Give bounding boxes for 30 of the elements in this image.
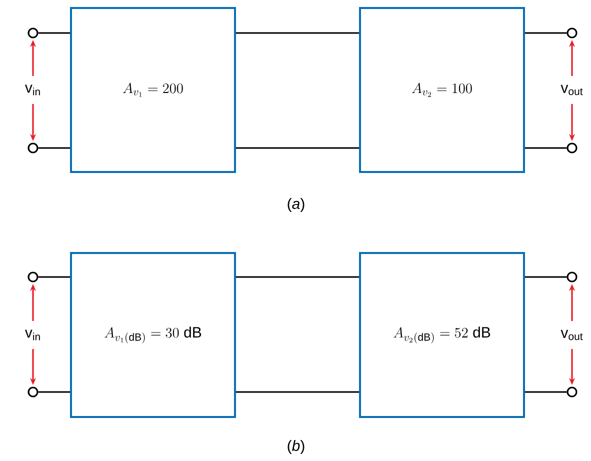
wire xyxy=(38,147,70,149)
panel-caption: (b) xyxy=(286,439,306,455)
voltage-label: v$_{in}$ xyxy=(24,84,42,96)
amplifier-box: $A_{v_1(\mathrm{dB})} = 30\ \mathrm{dB}$ xyxy=(70,252,236,418)
wire xyxy=(38,32,70,34)
wire xyxy=(38,391,70,393)
amplifier-box: $A_{v_1}= 200$ xyxy=(70,7,236,173)
terminal-circle xyxy=(566,386,578,398)
terminal-circle xyxy=(28,142,38,154)
wire xyxy=(236,32,359,34)
terminal-circle xyxy=(28,386,38,398)
voltage-label: v$_{out}$ xyxy=(560,84,584,96)
wire xyxy=(236,147,359,149)
wire xyxy=(38,276,70,278)
wire xyxy=(525,147,567,149)
voltage-label: v$_{out}$ xyxy=(560,328,584,342)
wire xyxy=(525,32,567,34)
voltage-label: v$_{in}$ xyxy=(24,328,42,342)
amplifier-box: $A_{v_2}= 100$ xyxy=(359,7,525,173)
amplifier-box: $A_{v_2(\mathrm{dB})} = 52\ \mathrm{dB}$ xyxy=(359,252,525,418)
wire xyxy=(236,276,359,278)
terminal-circle xyxy=(566,272,578,282)
wire xyxy=(236,391,359,393)
wire xyxy=(525,276,567,278)
terminal-circle xyxy=(566,142,578,154)
panel-caption: (a) xyxy=(286,197,306,213)
wire xyxy=(525,391,567,393)
terminal-circle xyxy=(566,28,578,38)
terminal-circle xyxy=(28,28,38,38)
terminal-circle xyxy=(28,272,38,282)
